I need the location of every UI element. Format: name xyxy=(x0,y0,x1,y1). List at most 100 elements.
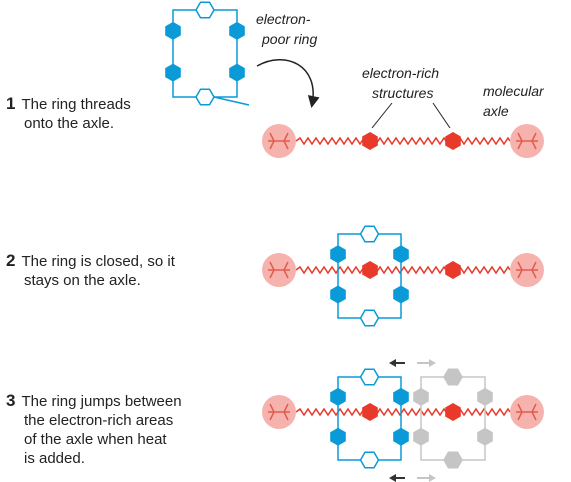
ring-side-hex xyxy=(393,245,409,264)
left-arrow-icon xyxy=(389,474,405,482)
ring-side-hex xyxy=(165,21,181,40)
stopper-arm xyxy=(517,269,523,279)
ring-hex xyxy=(195,1,215,19)
stopper-group xyxy=(510,253,544,287)
electron-rich-unit xyxy=(445,403,461,421)
step-line: The ring is closed, so it xyxy=(21,253,175,270)
ring-hex xyxy=(359,368,380,386)
stopper-arm xyxy=(283,269,289,279)
stopper-arm xyxy=(283,411,289,421)
stopper-arm xyxy=(517,140,523,150)
step-number: 1 xyxy=(6,94,16,113)
leader-line xyxy=(432,102,451,129)
ring-side-hex xyxy=(330,245,346,264)
step-line: stays on the axle. xyxy=(24,272,141,289)
arrow-head xyxy=(429,474,436,482)
molecular-axle xyxy=(295,261,511,279)
label-electron-rich-line2: structures xyxy=(372,85,433,101)
ring-side-hex xyxy=(165,63,181,82)
ring-hex xyxy=(359,225,380,243)
label-molecular-axle-line1: molecular xyxy=(483,83,545,99)
stopper-arm xyxy=(517,261,523,271)
stopper-arm xyxy=(269,403,275,413)
step-line: The ring threads xyxy=(21,96,131,113)
step-2-text: 2 The ring is closed, so it stays on the … xyxy=(6,251,175,290)
electron-rich-unit xyxy=(445,132,461,150)
left-arrow-icon xyxy=(389,359,405,367)
axle-chain xyxy=(295,136,511,146)
axle-chain xyxy=(295,265,511,275)
electron-rich-unit xyxy=(362,403,378,421)
right-arrow-icon xyxy=(417,474,436,482)
label-electron-poor-line2: poor ring xyxy=(261,31,317,47)
step-number: 3 xyxy=(6,391,16,410)
step-3-text: 3 The ring jumps between the electron-ric… xyxy=(6,391,182,468)
step-line: onto the axle. xyxy=(24,115,115,132)
stopper-arm xyxy=(531,140,537,150)
stopper-arm xyxy=(531,411,537,421)
ring-frame xyxy=(172,9,250,106)
arrow-head xyxy=(429,359,436,367)
electron-rich-unit xyxy=(445,261,461,279)
ring-hex xyxy=(195,88,215,106)
ring-side-hex xyxy=(477,387,493,406)
arrow-head xyxy=(389,474,396,482)
ring-hex xyxy=(359,451,380,469)
stopper-arm xyxy=(283,132,289,142)
stopper-arm xyxy=(283,140,289,150)
ring-side-hex xyxy=(413,427,429,446)
stopper-arm xyxy=(531,269,537,279)
ring-side-hex xyxy=(393,427,409,446)
molecular-axle xyxy=(295,132,511,150)
label-electron-poor-line1: electron- xyxy=(256,11,311,27)
stopper-arm xyxy=(517,411,523,421)
ring-side-hex xyxy=(330,427,346,446)
stopper-arm xyxy=(283,403,289,413)
step-line: is added. xyxy=(24,450,85,467)
ring-hex xyxy=(443,368,463,386)
step-line: The ring jumps between xyxy=(21,393,182,410)
step-line: of the axle when heat xyxy=(24,431,167,448)
stopper-arm xyxy=(283,261,289,271)
ring-side-hex xyxy=(477,427,493,446)
electron-poor-ring-jumping xyxy=(330,368,409,469)
stopper-arm xyxy=(269,411,275,421)
ring-hex xyxy=(359,309,380,327)
stopper-arm xyxy=(269,140,275,150)
stopper-group xyxy=(510,395,544,429)
electron-poor-ring-open xyxy=(165,1,250,106)
ring-side-hex xyxy=(229,63,245,82)
stopper-arm xyxy=(269,132,275,142)
stopper-arm xyxy=(531,261,537,271)
stopper-group xyxy=(262,124,296,158)
electron-rich-unit xyxy=(362,261,378,279)
right-arrow-icon xyxy=(417,359,436,367)
axle-chain xyxy=(295,407,511,417)
ring-hex xyxy=(443,451,463,469)
stopper-arm xyxy=(269,261,275,271)
ring-side-hex xyxy=(413,387,429,406)
ring-side-hex xyxy=(393,387,409,406)
molecular-axle xyxy=(295,403,511,421)
label-molecular-axle-line2: axle xyxy=(483,103,509,119)
step-number: 2 xyxy=(6,251,16,270)
electron-rich-unit xyxy=(362,132,378,150)
curved-arrow-icon xyxy=(256,58,320,108)
stopper-arm xyxy=(517,403,523,413)
electron-poor-ring-closed xyxy=(330,225,409,327)
leader-line xyxy=(371,102,393,129)
stopper-group xyxy=(262,253,296,287)
step-1-text: 1 The ring threads onto the axle. xyxy=(6,94,131,133)
arrow-head xyxy=(389,359,396,367)
ring-side-hex xyxy=(229,21,245,40)
stopper-arm xyxy=(531,403,537,413)
stopper-arm xyxy=(531,132,537,142)
stopper-group xyxy=(262,395,296,429)
step-line: the electron-rich areas xyxy=(24,412,174,429)
ghost-ring xyxy=(413,368,493,469)
label-electron-rich-line1: electron-rich xyxy=(362,65,439,81)
ring-side-hex xyxy=(393,285,409,304)
ring-side-hex xyxy=(330,387,346,406)
stopper-arm xyxy=(517,132,523,142)
